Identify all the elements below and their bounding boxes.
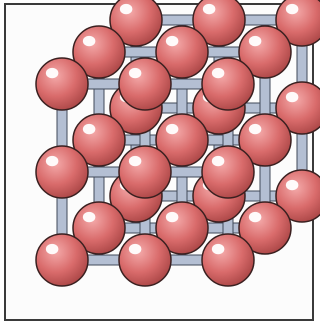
atom-highlight	[83, 212, 95, 222]
atom-highlight	[129, 244, 141, 254]
atom	[119, 146, 171, 198]
atom-highlight	[83, 36, 95, 46]
atom-highlight	[46, 244, 58, 254]
atom-sphere	[202, 58, 254, 110]
atom-highlight	[286, 4, 298, 14]
atom	[36, 234, 88, 286]
atom-sphere	[119, 58, 171, 110]
atom-sphere	[202, 146, 254, 198]
atom-highlight	[212, 68, 224, 78]
atom-sphere	[36, 58, 88, 110]
atom-highlight	[46, 68, 58, 78]
atom-highlight	[166, 124, 178, 134]
atom-highlight	[212, 156, 224, 166]
atom-highlight	[286, 180, 298, 190]
atom-highlight	[46, 156, 58, 166]
atom	[119, 58, 171, 110]
atom	[202, 146, 254, 198]
atom-highlight	[286, 92, 298, 102]
atom-highlight	[166, 36, 178, 46]
atom-highlight	[129, 156, 141, 166]
atom-highlight	[212, 244, 224, 254]
atom-highlight	[83, 124, 95, 134]
atom-sphere	[119, 234, 171, 286]
atom-highlight	[249, 36, 261, 46]
atoms-layer	[36, 0, 320, 286]
atom-sphere	[119, 146, 171, 198]
atom-sphere	[36, 146, 88, 198]
atom-highlight	[129, 68, 141, 78]
atom-highlight	[120, 4, 132, 14]
atom-highlight	[203, 4, 215, 14]
atom-highlight	[249, 124, 261, 134]
atom-highlight	[249, 212, 261, 222]
atom	[36, 58, 88, 110]
atom	[36, 146, 88, 198]
atom	[202, 58, 254, 110]
atom-sphere	[36, 234, 88, 286]
atom	[202, 234, 254, 286]
atom-sphere	[202, 234, 254, 286]
atom	[119, 234, 171, 286]
atom-highlight	[166, 212, 178, 222]
